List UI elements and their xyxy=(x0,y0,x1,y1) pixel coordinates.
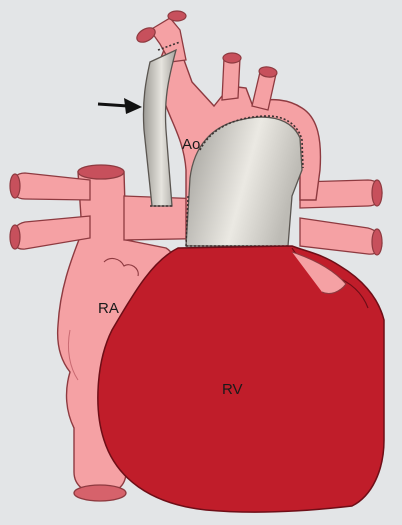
atrial-appendage xyxy=(103,257,139,277)
lpa-upper-opening xyxy=(371,179,383,207)
left-carotid-artery xyxy=(221,57,241,101)
ventricle-shape xyxy=(97,245,385,513)
rv-pa-conduit xyxy=(185,115,304,247)
conduit-tube xyxy=(185,116,303,247)
atrial-shading xyxy=(67,329,79,381)
brachiocephalic-opening-b xyxy=(167,10,187,22)
label-right-atrium: RA xyxy=(98,300,119,317)
shunt-graft xyxy=(142,41,181,207)
shunt-tube xyxy=(142,48,177,207)
right-ventricle xyxy=(97,245,385,513)
left-subclavian-opening xyxy=(258,66,278,78)
conduit-suture-left xyxy=(185,195,189,247)
ivc-opening xyxy=(73,484,127,502)
label-aorta: Ao xyxy=(182,136,201,153)
rpa-upper-opening xyxy=(9,173,21,199)
lpa-lower-opening xyxy=(371,228,383,256)
left-carotid-opening xyxy=(222,52,242,64)
left-pulmonary-lower xyxy=(299,217,383,255)
label-right-ventricle: RV xyxy=(222,381,243,398)
arrow-right-icon xyxy=(97,98,142,114)
ventricle-apex-shadow xyxy=(291,251,347,295)
rpa-lower-opening xyxy=(9,224,21,250)
svc-opening xyxy=(77,164,125,180)
brachiocephalic-opening-a xyxy=(136,27,156,43)
